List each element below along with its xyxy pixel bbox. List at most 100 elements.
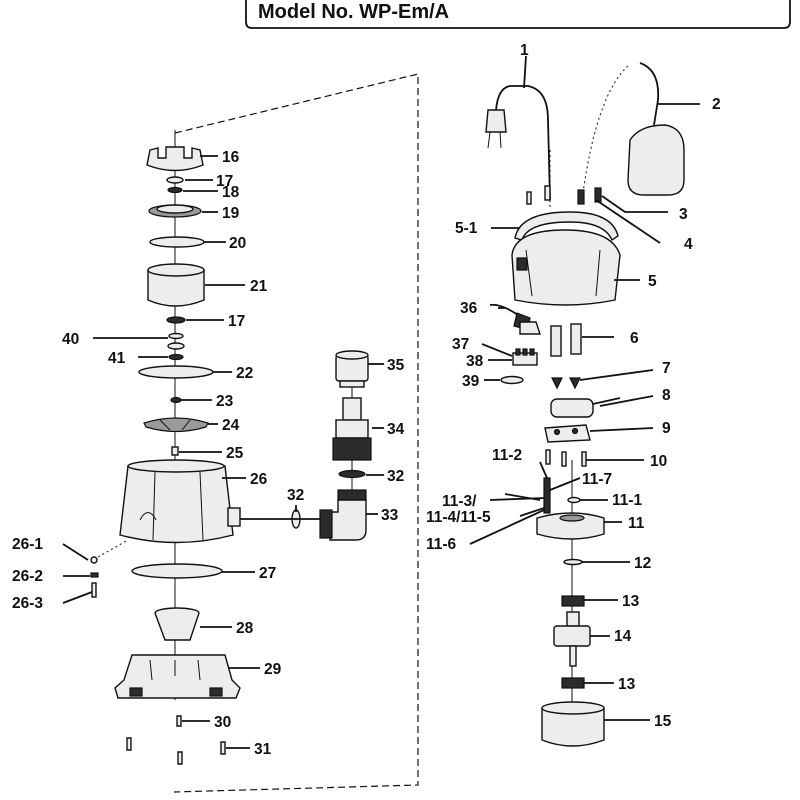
callout-34: 34 (387, 421, 405, 438)
part-41-clip (168, 353, 184, 361)
callout-36: 36 (460, 300, 478, 317)
part-29-base (114, 654, 241, 699)
callout-10: 10 (650, 453, 667, 470)
callout-11-7: 11-7 (582, 471, 612, 488)
callout-20: 20 (229, 235, 246, 252)
callout-5-1: 5-1 (455, 220, 478, 237)
part-24-impeller (143, 417, 209, 433)
callout-16: 16 (222, 149, 240, 166)
part-28-strainer (154, 607, 200, 641)
callout-15: 15 (654, 713, 672, 730)
callout-26-3: 26-3 (12, 595, 43, 612)
part-27-gasket (131, 563, 223, 579)
callout-33: 33 (381, 507, 399, 524)
callout-6: 6 (630, 330, 639, 347)
callout-22: 22 (236, 365, 253, 382)
part-5-1-handle-cover (514, 211, 619, 242)
leader-lines (62, 55, 700, 749)
callout-28: 28 (236, 620, 254, 637)
callout-38: 38 (466, 353, 484, 370)
part-22-o-ring (138, 365, 214, 379)
part-18-ring (167, 186, 183, 194)
part-16-coupling (146, 146, 204, 172)
part-15-motor-housing (541, 701, 605, 747)
part-40-ring-b (167, 342, 185, 350)
callout-26-1: 26-1 (12, 536, 43, 553)
part-37-38-terminal (512, 348, 538, 366)
callout-35: 35 (387, 357, 405, 374)
part-9-bracket (544, 424, 591, 443)
callout-32-a: 32 (387, 468, 404, 485)
callout-14: 14 (614, 628, 632, 645)
part-23-nut (170, 396, 182, 404)
callout-11: 11 (628, 515, 645, 532)
callout-5: 5 (648, 273, 657, 290)
callout-labels: 1 2 3 4 5-1 5 36 6 37 38 7 39 8 9 10 11-… (12, 42, 721, 758)
callout-25: 25 (226, 445, 244, 462)
model-title: Model No. WP-Em/A (258, 1, 449, 23)
section-divider (173, 73, 419, 793)
part-8-capacitor (550, 397, 621, 418)
part-7-screws (551, 377, 581, 390)
callout-26-2: 26-2 (12, 568, 43, 585)
callout-32-b: 32 (287, 487, 304, 504)
part-2-float-switch (581, 62, 685, 201)
part-13-bearing-b (561, 677, 585, 689)
callout-21: 21 (250, 278, 268, 295)
callout-30: 30 (214, 714, 231, 731)
part-26-3 (91, 582, 97, 598)
callout-40: 40 (62, 331, 79, 348)
part-1-power-cord (485, 85, 551, 210)
part-6-standoffs (550, 323, 582, 357)
part-3-4-screws (526, 185, 602, 205)
part-21-cup (147, 263, 205, 307)
callout-1: 1 (520, 42, 529, 59)
callout-4: 4 (684, 236, 693, 253)
part-5-motor-cap (511, 229, 621, 306)
callout-7: 7 (662, 360, 671, 377)
part-36-cable-clamp (489, 303, 541, 335)
callout-11-6: 11-6 (426, 536, 457, 553)
callout-8: 8 (662, 387, 671, 404)
callout-11-3: 11-3/ (442, 493, 477, 510)
part-40-ring (168, 332, 184, 340)
part-26-2 (90, 572, 99, 578)
callout-41: 41 (108, 350, 126, 367)
callout-37: 37 (452, 336, 469, 353)
callout-12: 12 (634, 555, 651, 572)
callout-2: 2 (712, 96, 721, 113)
callout-19: 19 (222, 205, 240, 222)
callout-13-b: 13 (618, 676, 636, 693)
callout-29: 29 (264, 661, 282, 678)
part-20-o-ring (149, 236, 205, 248)
part-25-key (171, 446, 179, 456)
part-32-washer (338, 469, 366, 479)
callout-26: 26 (250, 471, 268, 488)
part-30-31-screws (126, 715, 226, 765)
callout-31: 31 (254, 741, 272, 758)
part-19-seal-plate (148, 204, 202, 218)
callout-18: 18 (222, 184, 240, 201)
callout-11-4-11-5: 11-4/11-5 (426, 509, 491, 526)
part-11-stator (504, 477, 605, 540)
callout-17-a: 17 (216, 173, 233, 190)
part-17-washer (166, 176, 184, 184)
part-12-washer (563, 558, 583, 566)
part-39-washer (500, 375, 524, 385)
part-35-adapter (335, 350, 369, 388)
left-assembly (90, 130, 241, 765)
part-26-1 (90, 556, 98, 564)
part-10-screws (545, 449, 587, 467)
callout-3: 3 (679, 206, 688, 223)
callout-23: 23 (216, 393, 234, 410)
callout-24: 24 (222, 417, 240, 434)
callout-39: 39 (462, 373, 480, 390)
right-assembly (485, 62, 685, 747)
callout-11-2: 11-2 (492, 447, 522, 464)
callout-9: 9 (662, 420, 671, 437)
callout-11-1: 11-1 (612, 492, 643, 509)
part-14-rotor (553, 611, 591, 667)
model-header: Model No. WP-Em/A (245, 0, 791, 29)
part-17-washer-b (166, 316, 186, 324)
